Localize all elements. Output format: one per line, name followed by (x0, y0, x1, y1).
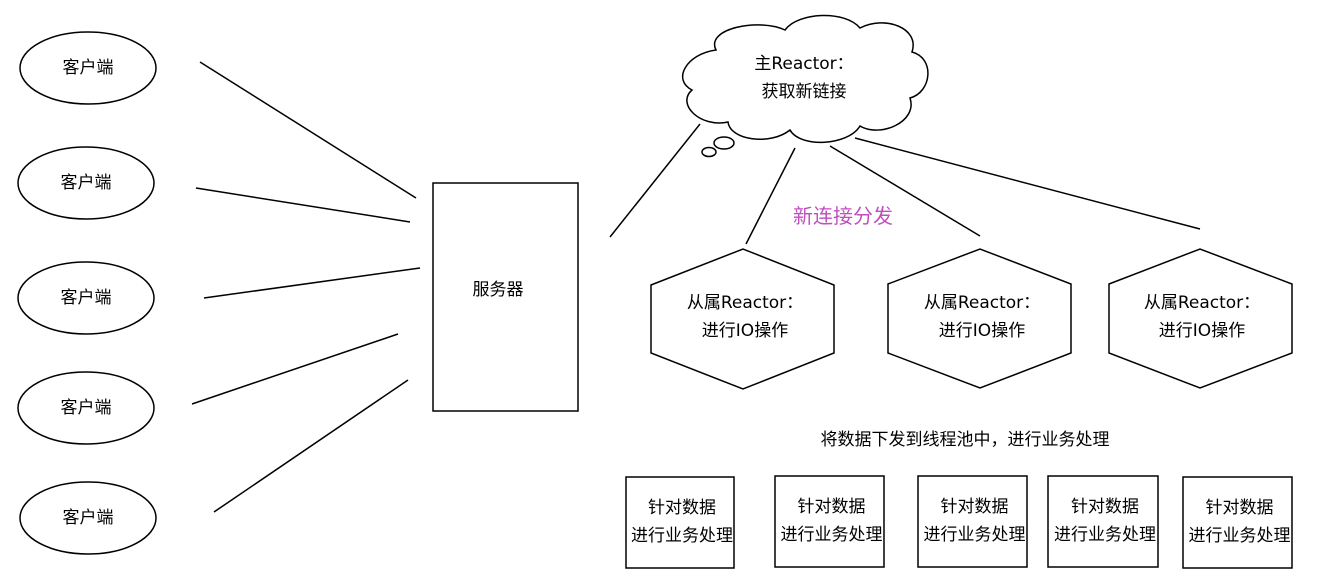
dispatch-line (854, 137, 1201, 230)
worker-line2: 进行业务处理 (1188, 526, 1291, 546)
main-reactor-line1: 主Reactor： (754, 54, 854, 74)
sub-reactor-line2: 进行IO操作 (938, 321, 1026, 341)
client-node (17, 261, 155, 335)
worker-line1: 针对数据 (797, 497, 866, 517)
connection-line (191, 333, 399, 405)
dispatch-line (829, 145, 981, 237)
connection-line (199, 61, 417, 199)
sub-reactor-label: 从属Reactor： 进行IO操作 (920, 289, 1044, 345)
sub-reactor-label: 从属Reactor： 进行IO操作 (683, 289, 807, 345)
client-node (19, 31, 157, 105)
main-reactor-cloud (681, 14, 929, 143)
threadpool-label: 将数据下发到线程池中，进行业务处理 (820, 430, 1110, 450)
worker-box (1047, 475, 1159, 568)
worker-line2: 进行业务处理 (923, 525, 1026, 545)
server-box (432, 182, 579, 412)
sub-reactor-line1: 从属Reactor： (923, 293, 1041, 313)
worker-line2: 进行业务处理 (1054, 525, 1156, 545)
client-label: 客户端 (60, 173, 112, 193)
worker-line1: 针对数据 (1071, 497, 1139, 517)
main-reactor-label: 主Reactor： 获取新链接 (740, 50, 868, 106)
worker-label: 针对数据 进行业务处理 (918, 493, 1031, 549)
worker-label: 针对数据 进行业务处理 (626, 494, 738, 550)
dispatch-line (745, 147, 796, 245)
worker-line2: 进行业务处理 (631, 526, 733, 546)
connection-line (213, 379, 409, 513)
connection-line (203, 267, 421, 299)
sub-reactor-hexagon (887, 248, 1072, 389)
worker-box (625, 476, 735, 569)
thought-bubble (713, 136, 735, 150)
worker-label: 针对数据 进行业务处理 (1183, 494, 1296, 550)
sub-reactor-hexagon (650, 248, 835, 390)
dispatch-label: 新连接分发 (793, 204, 893, 228)
client-label: 客户端 (62, 58, 114, 78)
client-node (17, 146, 155, 220)
worker-label: 针对数据 进行业务处理 (775, 493, 888, 549)
worker-line2: 进行业务处理 (780, 525, 883, 545)
worker-line1: 针对数据 (1205, 498, 1274, 518)
client-node (19, 481, 157, 555)
worker-box (917, 475, 1028, 568)
connection-line (195, 187, 411, 223)
worker-box (774, 475, 885, 568)
sub-reactor-line2: 进行IO操作 (701, 321, 789, 341)
worker-line1: 针对数据 (940, 497, 1009, 517)
sub-reactor-label: 从属Reactor： 进行IO操作 (1140, 289, 1264, 345)
worker-box (1182, 476, 1293, 569)
worker-label: 针对数据 进行业务处理 (1048, 493, 1162, 549)
client-label: 客户端 (60, 288, 112, 308)
main-reactor-line2: 获取新链接 (761, 82, 847, 102)
server-label: 服务器 (472, 280, 524, 300)
client-label: 客户端 (60, 398, 112, 418)
connection-line (609, 123, 701, 238)
thought-bubble (701, 146, 717, 158)
sub-reactor-line1: 从属Reactor： (1143, 293, 1261, 313)
sub-reactor-line2: 进行IO操作 (1158, 321, 1246, 341)
worker-line1: 针对数据 (648, 498, 716, 518)
sub-reactor-line1: 从属Reactor： (686, 293, 804, 313)
sub-reactor-hexagon (1108, 248, 1293, 389)
client-label: 客户端 (62, 508, 114, 528)
client-node (17, 371, 155, 445)
